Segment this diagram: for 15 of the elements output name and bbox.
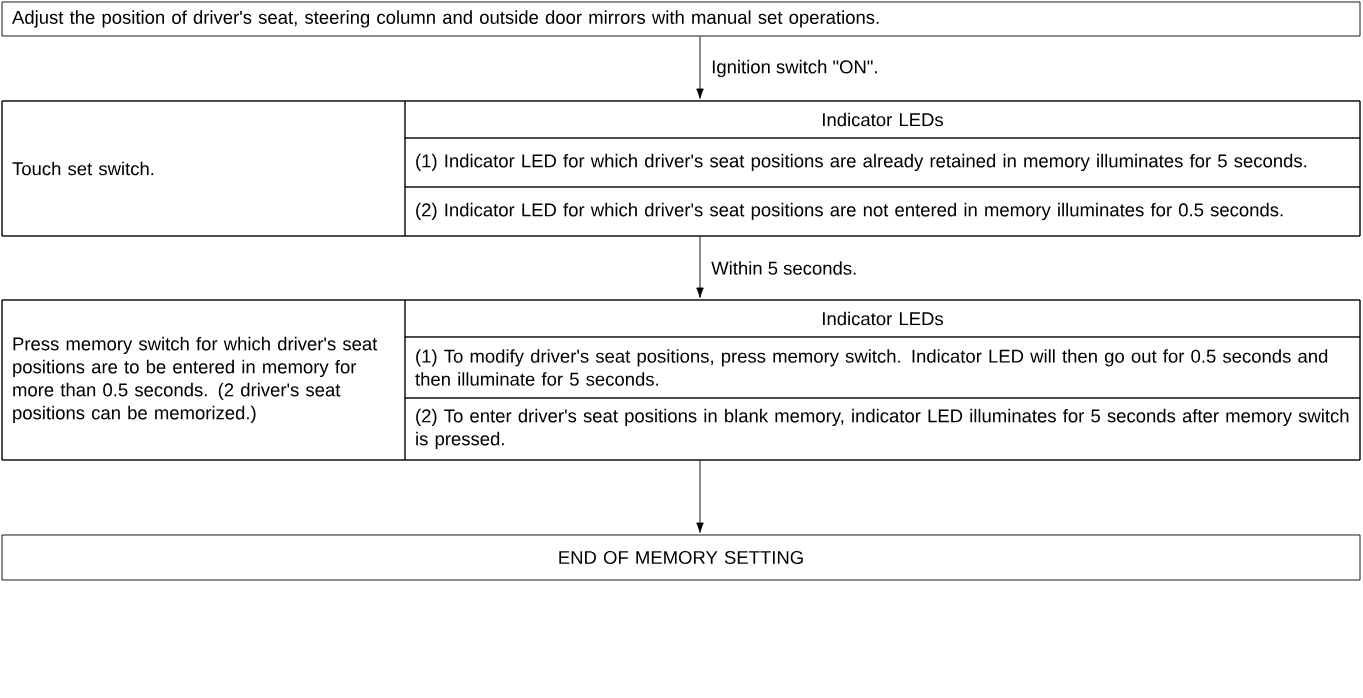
table-cell: (2) To enter driver's seat positions in blank memory, indicator LED illuminates for 5 seconds after memory switch is pressed. bbox=[404, 397, 1361, 461]
step-box: Adjust the position of driver's seat, steering column and outside door mirrors with manual set operations. bbox=[1, 1, 1361, 37]
end-box: END OF MEMORY SETTING bbox=[1, 534, 1361, 581]
arrow bbox=[696, 36, 704, 99]
arrow bbox=[696, 460, 704, 533]
arrow bbox=[696, 236, 704, 298]
header-cell: Indicator LEDs bbox=[404, 299, 1361, 338]
table-cell: (1) Indicator LED for which driver's seat positions are already retained in memory illuminates for 5 seconds. bbox=[404, 137, 1361, 188]
table-cell: Press memory switch for which driver's seat positions are to be entered in memory for more than 0.5 seconds. (2 driver's seat positions can be memorized.) bbox=[1, 299, 406, 461]
header-cell: Indicator LEDs bbox=[404, 100, 1361, 139]
table-cell: (2) Indicator LED for which driver's seat positions are not entered in memory illuminates for 0.5 seconds. bbox=[404, 186, 1361, 237]
table-cell: Touch set switch. bbox=[1, 100, 406, 237]
table-cell: (1) To modify driver's seat positions, press memory switch. Indicator LED will then go out for 0.5 seconds and then illuminate for 5 seconds. bbox=[404, 336, 1361, 399]
edge-label: Ignition switch "ON". bbox=[710, 58, 880, 79]
edge-label: Within 5 seconds. bbox=[710, 260, 859, 276]
